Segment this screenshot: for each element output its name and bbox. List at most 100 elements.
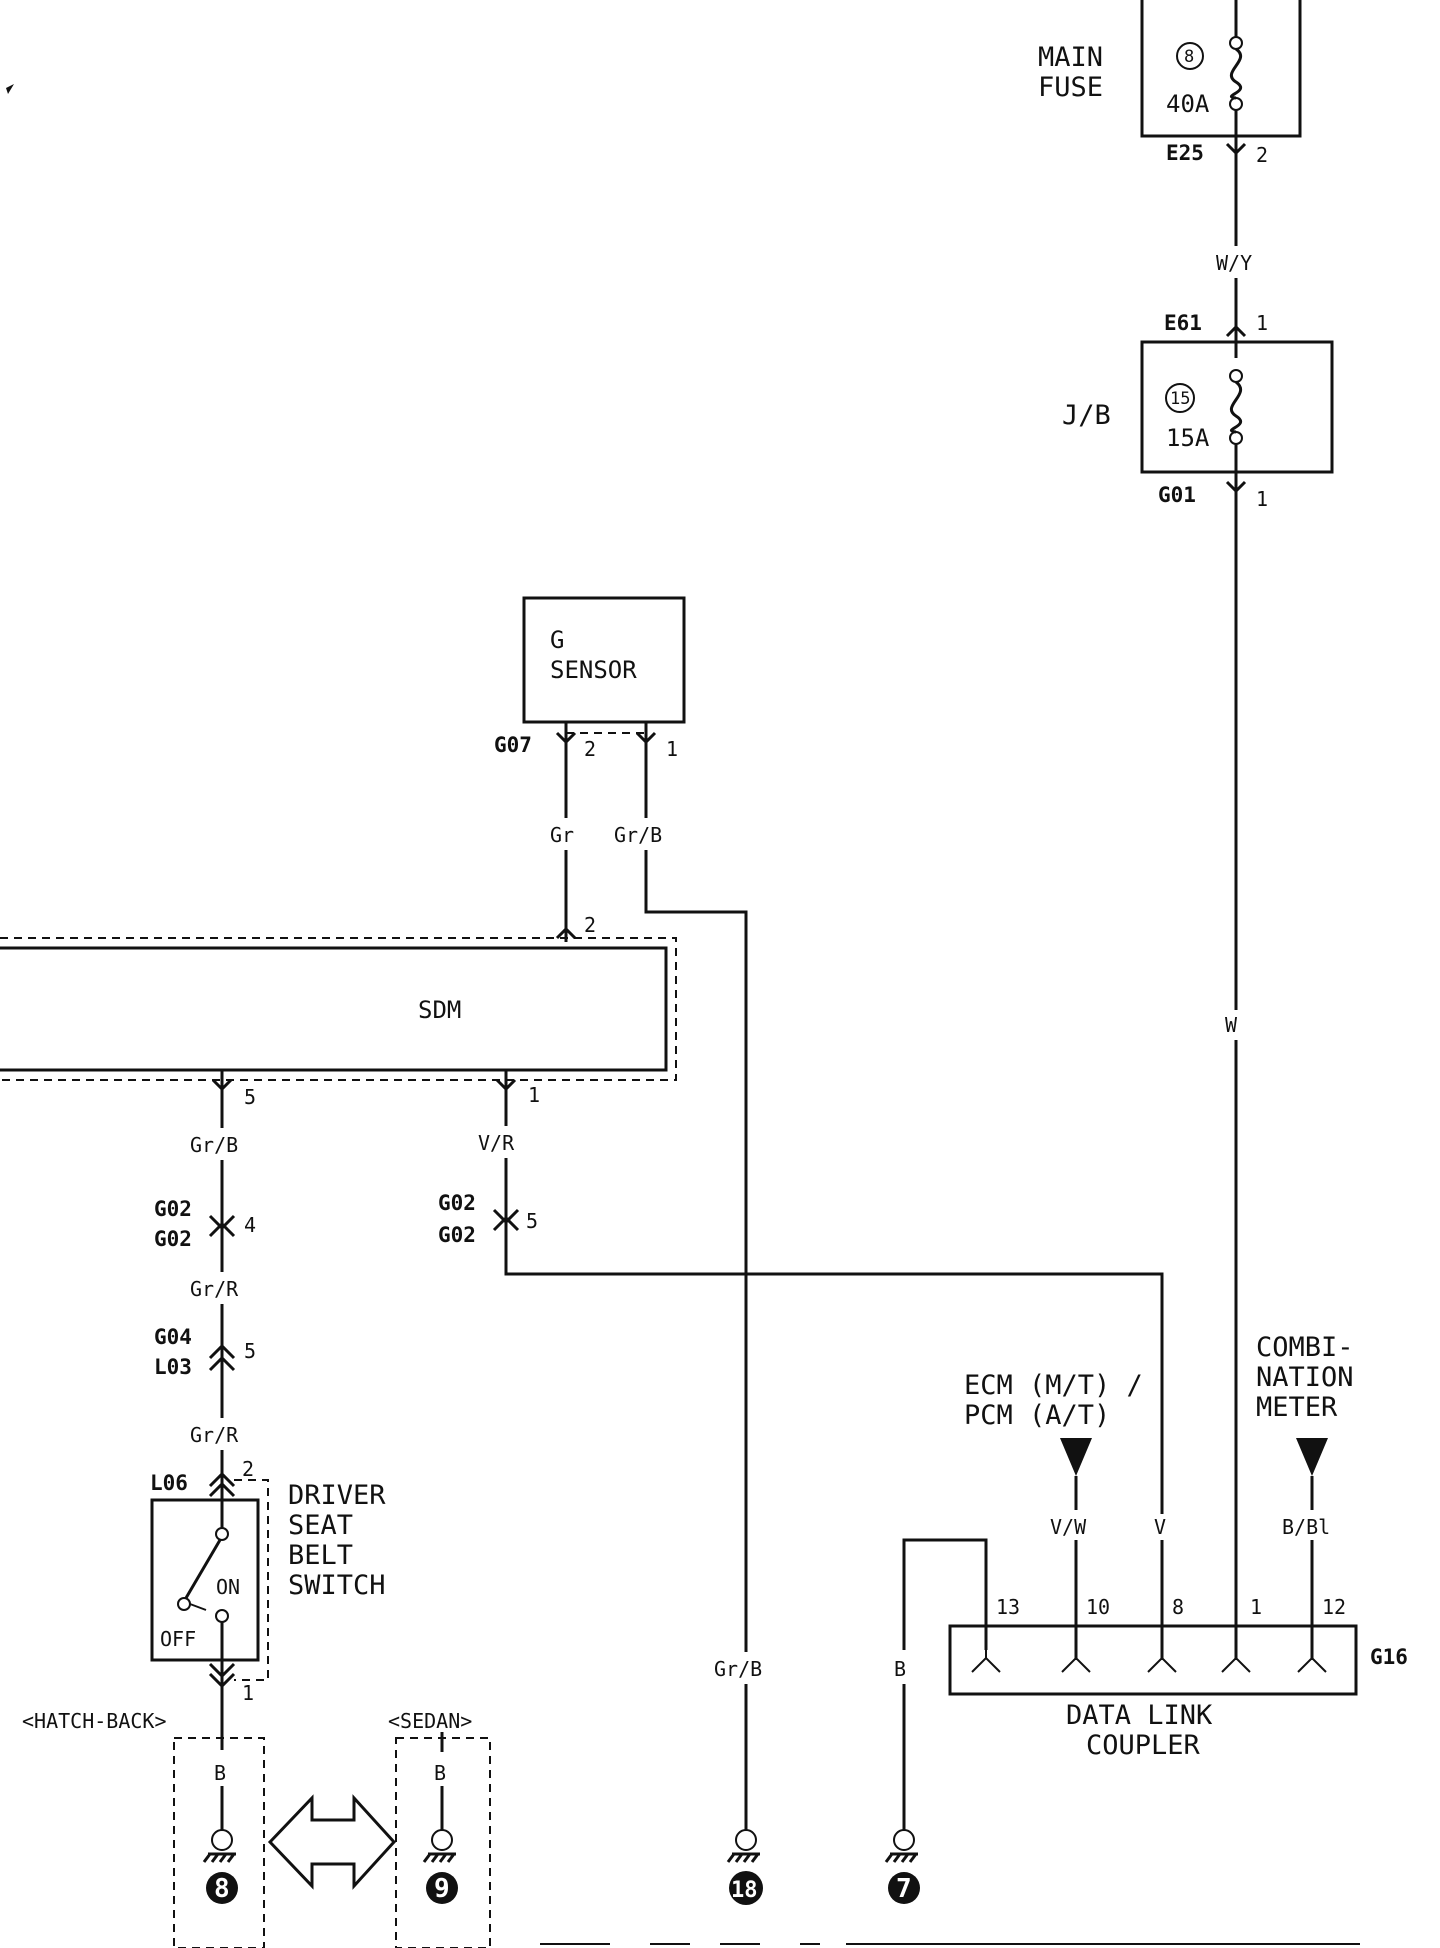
pin-e61: 1 [1256,311,1268,335]
dlc-pin-icon [971,1626,1001,1673]
ground-icon [206,1872,238,1904]
wire-label-grr-2: Gr/R [190,1423,239,1447]
connector-g02-a: G02 [154,1197,192,1221]
pin-g01: 1 [1256,487,1268,511]
pin-g07-2: 2 [584,737,596,761]
main-fuse: MAIN FUSE 8 40A [1038,0,1302,138]
fuse-terminal-icon [1229,369,1243,383]
connector-icon [555,926,577,940]
main-fuse-label-2: FUSE [1038,72,1103,103]
connector-icon [208,1355,236,1372]
switch-label-2: SEAT [288,1510,353,1541]
jb-label: J/B [1062,400,1111,431]
ecm-label-1: ECM (M/T) / [964,1370,1143,1401]
dlc-pin-icon [1147,1626,1177,1673]
dlc-pin-8: 8 [1172,1595,1184,1619]
ground-9: 9 [422,1829,458,1904]
g-sensor: G SENSOR [522,596,686,724]
ecm-arrow-icon [1060,1438,1092,1476]
wire-label-w: W [1225,1013,1238,1037]
dlc-pin-icon [1221,1626,1251,1673]
wire-vr [504,1158,1164,1516]
dlc-pin-1: 1 [1250,1595,1262,1619]
ground-7: 7 [884,1829,920,1904]
wire-grb-sensor [644,850,748,1652]
dlc-pin-icon [1297,1626,1327,1673]
wire-label-wy: W/Y [1216,251,1252,275]
wire-label-v: V [1154,1515,1166,1539]
wire-label-grb-sdm: Gr/B [190,1133,238,1157]
connector-g02-b: G02 [154,1227,192,1251]
dlc-label-1: DATA LINK [1066,1700,1213,1731]
dlc-pin-10: 10 [1086,1595,1110,1619]
meter-label-2: NATION [1256,1362,1354,1393]
ground-icon [888,1872,920,1904]
connector-icon [208,1481,236,1498]
ecm-label-2: PCM (A/T) [964,1400,1110,1431]
g-sensor-label-2: SENSOR [550,656,637,684]
wire-label-gr: Gr [550,823,574,847]
wire-label-grr-1: Gr/R [190,1277,239,1301]
dlc-pin-13: 13 [996,1595,1020,1619]
ground-8-number: 8 [214,1874,230,1904]
wire-label-bbl: B/Bl [1282,1515,1330,1539]
connector-g16: G16 [1370,1645,1408,1669]
connector-e25: E25 [1166,141,1204,165]
ground-18-number: 18 [731,1878,758,1903]
dlc-pin-12: 12 [1322,1595,1346,1619]
wire-label-b-sedan: B [434,1761,446,1785]
connector-icon [208,1221,236,1238]
sdm-label: SDM [418,996,461,1024]
wire-label-grb-sensor: Gr/B [614,823,662,847]
sdm: SDM [0,937,677,1081]
wire-label-b-hatch: B [214,1761,226,1785]
ground-icon [729,1871,763,1905]
wire-label-grb-ground: Gr/B [714,1657,762,1681]
connector-g04: G04 [154,1325,192,1349]
connector-g01: G01 [1158,483,1196,507]
variant-sedan: <SEDAN> [388,1709,472,1733]
connector-l06: L06 [150,1471,188,1495]
dlc-label-2: COUPLER [1086,1730,1201,1761]
pin-sdm-2: 2 [584,913,596,937]
fuse-terminal-icon [1229,97,1243,111]
connector-g02-d: G02 [438,1223,476,1247]
switch-label-4: SWITCH [288,1570,386,1601]
connector-l03: L03 [154,1355,192,1379]
ground-18: 18 [726,1829,763,1905]
main-fuse-rating: 40A [1166,90,1210,118]
pin-g04: 5 [244,1339,256,1363]
connector-icon [208,1343,236,1360]
connector-e61: E61 [1164,311,1202,335]
switch-label-1: DRIVER [288,1480,386,1511]
connector-g07: G07 [494,733,532,757]
fuse-terminal-icon [1229,36,1243,50]
pin-e25: 2 [1256,143,1268,167]
wire-b-dlc [902,1538,988,1650]
variant-hatch-back: <HATCH-BACK> [22,1709,167,1733]
wire-label-b-dlc: B [894,1657,906,1681]
dlc-pin-icon [1061,1626,1091,1673]
pin-sdm-5: 5 [244,1085,256,1109]
connector-icon [208,1214,236,1231]
switch-pivot-icon [177,1597,191,1611]
connector-icon [492,1208,520,1225]
meter-arrow-icon [1296,1438,1328,1476]
connector-g02-c: G02 [438,1191,476,1215]
switch-contact-icon [215,1609,229,1623]
fuse-terminal-icon [1229,431,1243,445]
ground-9-number: 9 [434,1874,450,1904]
connector-icon [1225,324,1247,338]
driver-seat-belt-switch: ON OFF DRIVER SEAT BELT SWITCH [150,1480,386,1662]
switch-label-3: BELT [288,1540,353,1571]
switch-lever-icon [184,1539,222,1599]
pin-sdm-1: 1 [528,1083,540,1107]
switch-contact-icon [215,1527,229,1541]
pin-g02-right: 5 [526,1209,538,1233]
main-fuse-label-1: MAIN [1038,42,1103,73]
jb-fuse-rating: 15A [1166,424,1210,452]
pin-switch-out: 1 [242,1681,254,1705]
meter-label-1: COMBI- [1256,1332,1354,1363]
ground-7-number: 7 [896,1874,912,1904]
